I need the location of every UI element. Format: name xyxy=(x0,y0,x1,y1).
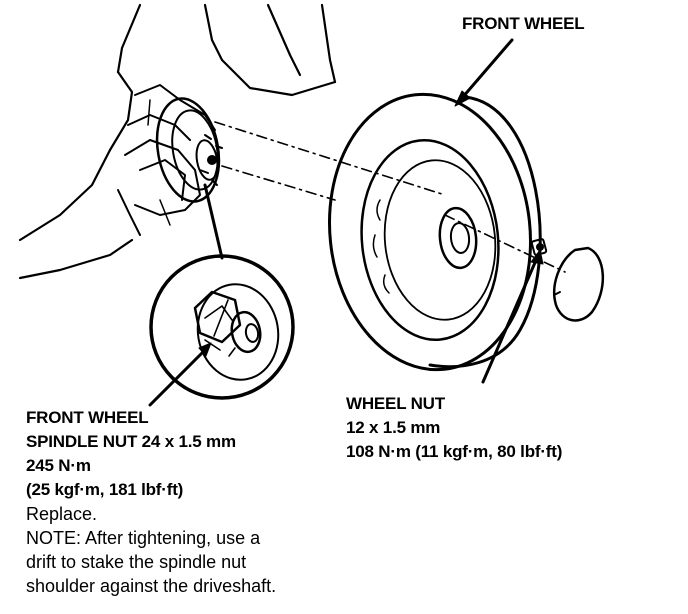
spindle-nut-replace: Replace. xyxy=(26,504,98,524)
wheel-nut-torque: 108 N·m (11 kgf·m, 80 lbf·ft) xyxy=(346,442,563,461)
wheel-nut-title: WHEEL NUT xyxy=(346,394,445,413)
spindle-nut-torque: 245 N·m xyxy=(26,456,91,475)
front-wheel-label: FRONT WHEEL xyxy=(462,14,585,33)
spindle-nut-size: SPINDLE NUT 24 x 1.5 mm xyxy=(26,432,236,451)
front-wheel-leader xyxy=(460,38,514,100)
spindle-nut-note-3: shoulder against the driveshaft. xyxy=(26,576,277,596)
front-wheel-arrowhead xyxy=(454,90,471,107)
suspension-hub-cluster xyxy=(117,84,223,236)
wheel-nut-spec: WHEEL NUT 12 x 1.5 mm 108 N·m (11 kgf·m,… xyxy=(346,392,562,464)
spindle-nut-arrowhead xyxy=(198,342,212,357)
detail-callout-connector xyxy=(203,183,224,260)
hub-cap-part xyxy=(553,246,604,322)
vehicle-body-outline xyxy=(18,3,337,280)
spindle-nut-note-2: drift to stake the spindle nut xyxy=(26,552,247,572)
spindle-nut-spec: FRONT WHEEL SPINDLE NUT 24 x 1.5 mm 245 … xyxy=(26,406,276,598)
wheel-nut-leader xyxy=(481,256,539,384)
wheel-nut-size: 12 x 1.5 mm xyxy=(346,418,441,437)
front-wheel-tire xyxy=(328,92,542,372)
alignment-dash-lines xyxy=(214,121,566,273)
spindle-nut-torque-alt: (25 kgf·m, 181 lbf·ft) xyxy=(26,480,184,499)
spindle-nut-note-1: NOTE: After tightening, use a xyxy=(26,528,261,548)
spindle-nut-title: FRONT WHEEL xyxy=(26,408,149,427)
wheel-nut-arrowhead xyxy=(530,249,544,265)
spindle-nut-leader xyxy=(148,348,207,407)
spindle-nut-detail-circle xyxy=(149,254,295,400)
